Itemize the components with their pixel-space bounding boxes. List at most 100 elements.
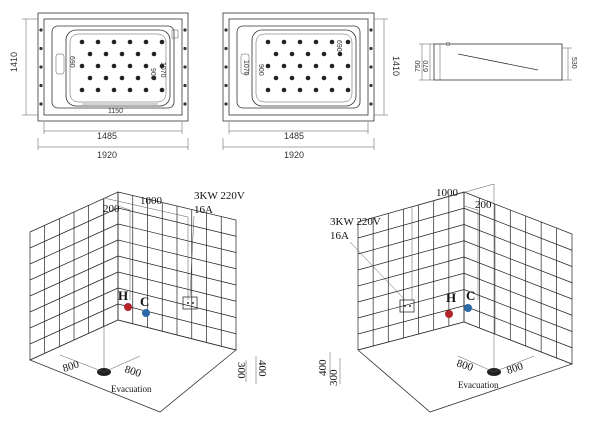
- jet-icon: [345, 63, 351, 69]
- dim-height-400: 400: [256, 360, 268, 377]
- side-jet-icon: [224, 83, 228, 88]
- side-jet-icon: [224, 65, 228, 69]
- jet-icon: [159, 87, 165, 93]
- amp-spec: 16A: [194, 204, 213, 216]
- side-jet-icon: [224, 102, 228, 106]
- side-jets: [224, 28, 373, 106]
- side-jet-icon: [39, 65, 43, 69]
- dim-inner-width: 1150: [108, 108, 123, 115]
- floor: [357, 321, 574, 413]
- dim-inner-height-b: 1070: [159, 62, 166, 78]
- side-jet-icon: [369, 102, 373, 106]
- jet-icon: [337, 75, 343, 81]
- jet-icon: [329, 39, 335, 45]
- dim-width-1000: 1000: [436, 187, 459, 199]
- jet-icon: [95, 63, 101, 69]
- dim-offset-200: 200: [475, 199, 492, 211]
- jet-icon: [265, 39, 271, 45]
- jet-icon: [95, 87, 101, 93]
- jet-icon: [273, 51, 279, 57]
- dim-floor-b: 800: [505, 360, 525, 377]
- dim-rim-width: 1485: [284, 131, 304, 141]
- side-jet-icon: [183, 65, 187, 69]
- side-jet-icon: [369, 46, 373, 51]
- cold-label: C: [466, 288, 475, 303]
- power-spec: 3KW 220V: [194, 190, 245, 202]
- dim-inner-height: 670: [423, 60, 430, 72]
- jet-icon: [289, 75, 295, 81]
- tub-outer-outline: [222, 12, 375, 122]
- jet-icon: [143, 87, 149, 93]
- cold-water-inlet-icon: [464, 304, 472, 312]
- jet-grid: [265, 39, 351, 93]
- jet-icon: [305, 51, 311, 57]
- jet-icon: [281, 39, 287, 45]
- jet-icon: [79, 39, 85, 45]
- power-socket-icon: [399, 299, 415, 313]
- jet-icon: [151, 51, 157, 57]
- side-jet-icon: [224, 28, 228, 32]
- hot-label: H: [446, 290, 456, 305]
- jet-icon: [111, 39, 117, 45]
- power-spec: 3KW 220V: [330, 216, 381, 228]
- floor: [28, 319, 237, 413]
- jet-icon: [321, 75, 327, 81]
- jet-icon: [127, 39, 133, 45]
- side-jet-icon: [369, 83, 373, 88]
- dim-top-offset: 690: [335, 40, 342, 52]
- jet-icon: [143, 39, 149, 45]
- jet-icon: [265, 63, 271, 69]
- jet-icon: [289, 51, 295, 57]
- jet-icon: [103, 75, 109, 81]
- install-view-left: 1000 200 3KW 220V 16A H C 800 800 Evacua…: [28, 190, 268, 413]
- jet-icon: [79, 87, 85, 93]
- dim-depth: 530: [570, 57, 577, 69]
- jet-icon: [119, 51, 125, 57]
- jet-icon: [345, 39, 351, 45]
- dim-total-height: 750: [415, 60, 422, 72]
- jet-icon: [273, 75, 279, 81]
- jet-icon: [79, 63, 85, 69]
- jet-grid: [79, 39, 165, 93]
- dim-height-300: 300: [328, 369, 340, 386]
- hot-label: H: [118, 288, 128, 303]
- side-view: 750 670 530: [415, 41, 577, 81]
- jet-icon: [103, 51, 109, 57]
- top-view-left: 1150 690 900 1070 1410 1485 1920: [9, 12, 189, 160]
- jet-icon: [159, 39, 165, 45]
- side-jet-icon: [39, 46, 43, 51]
- dim-width-1000: 1000: [140, 195, 163, 207]
- jet-icon: [297, 87, 303, 93]
- jet-icon: [95, 39, 101, 45]
- side-jet-icon: [369, 65, 373, 69]
- jet-icon: [111, 87, 117, 93]
- jet-icon: [313, 87, 319, 93]
- jet-icon: [265, 87, 271, 93]
- dim-floor-a: 800: [455, 357, 475, 374]
- jet-icon: [143, 63, 149, 69]
- side-jet-icon: [39, 102, 43, 106]
- hot-water-inlet-icon: [445, 310, 453, 318]
- jet-icon: [159, 63, 165, 69]
- jet-icon: [345, 87, 351, 93]
- dim-offset-200: 200: [103, 203, 120, 215]
- dim-inner-height-b: 1070: [242, 60, 249, 76]
- jet-icon: [87, 51, 93, 57]
- cold-label: C: [140, 294, 149, 309]
- dim-top-offset: 690: [68, 56, 75, 68]
- dim-rim-width: 1485: [97, 131, 117, 141]
- hot-water-inlet-icon: [124, 303, 132, 311]
- top-view-middle: 1070 900 690 1410 1485 1920: [222, 12, 401, 160]
- jet-icon: [127, 63, 133, 69]
- jet-icon: [135, 51, 141, 57]
- jet-icon: [281, 87, 287, 93]
- drain-label: Evacuation: [111, 384, 152, 394]
- side-jet-icon: [224, 46, 228, 51]
- jet-icon: [297, 39, 303, 45]
- dim-inner-height: 900: [257, 64, 264, 76]
- jet-icon: [305, 75, 311, 81]
- jet-icon: [127, 87, 133, 93]
- jet-icon: [119, 75, 125, 81]
- side-jet-icon: [39, 28, 43, 32]
